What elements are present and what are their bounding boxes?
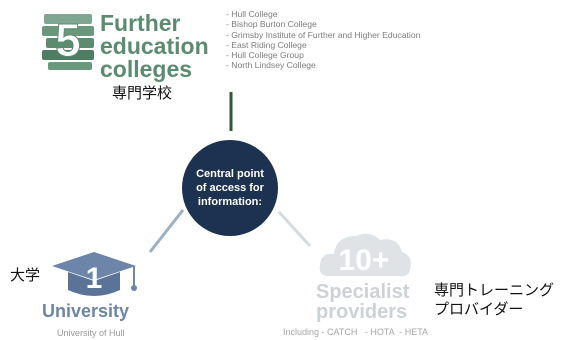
specialist-title: Specialist providers [316,282,409,322]
specialist-japanese-line-1: 専門トレーニング [434,281,555,299]
specialist-title-line-1: Specialist [316,281,410,303]
fe-title: Further education colleges [100,12,209,81]
university-subtitle: University of Hull [57,328,125,338]
central-hub: Central point of access for information: [182,140,278,236]
college-item: - Grimsby Institute of Further and Highe… [226,29,421,40]
uni-badge-number: 1 [86,262,103,295]
connector-left [148,209,185,253]
books-badge-icon: 5 [42,14,94,70]
specialist-title-line-2: providers [316,301,408,323]
college-item: - North Lindsey College [226,60,316,71]
fe-title-line-1: Further [100,10,181,36]
university-japanese-label: 大学 [10,266,41,284]
sp-badge-number: 10+ [339,244,390,277]
connector-right [277,210,312,248]
graduation-cap-icon: 1 [52,252,137,296]
college-item: - Bishop Burton College [226,19,317,30]
cloud-badge-icon: 10+ [319,233,411,277]
college-item: - Hull College Group [226,50,304,61]
specialist-japanese-label: 専門トレーニング プロバイダー [434,281,554,319]
specialist-japanese-line-2: プロバイダー [434,300,524,318]
fe-title-line-3: colleges [100,56,193,82]
college-item: - Hull College [226,9,278,19]
fe-japanese-label: 専門学校 [112,84,173,102]
specialist-subtitle: Including - CATCH - HOTA - HETA [283,327,429,337]
fe-title-line-2: education [100,33,209,59]
college-item: - East Riding College [226,39,307,50]
hub-text: Central point of access for information: [196,168,264,208]
college-list: - Hull College - Bishop Burton College -… [226,9,420,71]
fe-badge-number: 5 [55,14,81,66]
university-title: University [42,301,130,321]
